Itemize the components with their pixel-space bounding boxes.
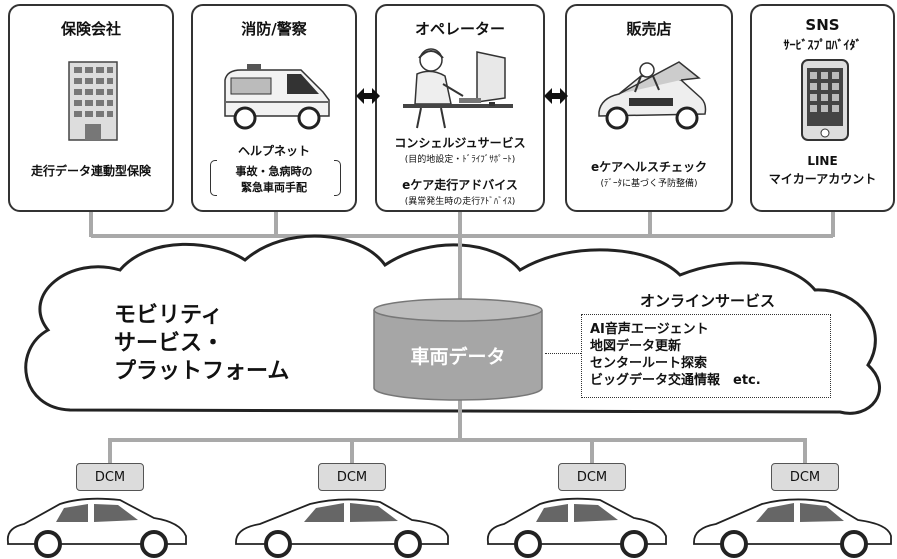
car-sedan-icon [235, 498, 449, 558]
list-item: ビッグデータ交通情報 etc. [590, 373, 761, 388]
partner-operator: オペレーター コンシェルジュサービス (目的地設定・ﾄﾞﾗｲﾌﾞｻﾎﾟｰﾄ) e… [375, 4, 545, 212]
partner-detail: 事故・急病時の [235, 165, 313, 178]
list-item: センタールート探索 [590, 356, 708, 371]
bracket-right-icon [334, 160, 341, 196]
drop-dealer [648, 210, 652, 237]
car-maintenance-icon [598, 61, 707, 130]
database-connector [545, 353, 581, 354]
partner-insurance: 保険会社 走行データ連動型保険 [8, 4, 174, 212]
operator-service-1-note: (目的地設定・ﾄﾞﾗｲﾌﾞｻﾎﾟｰﾄ) [404, 155, 516, 165]
partner-dealer: 販売店 eケアヘルスチェック (ﾃﾞｰﾀに基づく予防整備) [565, 4, 733, 212]
car-hatchback-icon [6, 497, 187, 558]
car-hatchback-icon [486, 497, 667, 558]
partner-police-fire: 消防/警察 ヘルプネット 事故・急病時の 緊急車両手配 [191, 4, 357, 212]
drop-car-1 [108, 438, 112, 465]
platform-line: サービス・ [114, 331, 225, 356]
dcm-unit: DCM [771, 463, 839, 491]
ambulance-icon [224, 64, 330, 130]
platform-title: モビリティ サービス・ プラットフォーム [114, 302, 289, 386]
partner-service: 走行データ連動型保険 [30, 164, 151, 178]
partner-detail: 緊急車両手配 [241, 181, 307, 194]
drop-sns [831, 210, 835, 237]
online-services-list: AI音声エージェント 地図データ更新 センタールート探索 ビッグデータ交通情報 … [581, 314, 831, 398]
partner-title: 消防/警察 [241, 20, 307, 38]
partner-title: SNS [805, 16, 840, 34]
top-bus-line [91, 234, 833, 238]
partner-title: 販売店 [626, 20, 672, 38]
bidirectional-arrow-icon [544, 88, 568, 104]
car-sedan-icon [693, 498, 892, 558]
partner-title: オペレーター [414, 20, 505, 38]
operator-service-2: eケア走行アドバイス [402, 178, 518, 192]
list-item: 地図データ更新 [590, 339, 682, 354]
partner-service: ヘルプネット [237, 144, 310, 158]
partner-service: eケアヘルスチェック [591, 160, 707, 174]
drop-car-4 [803, 438, 807, 465]
dcm-unit: DCM [318, 463, 386, 491]
dcm-unit: DCM [76, 463, 144, 491]
bottom-bus-line [110, 438, 805, 442]
partner-service: マイカーアカウント [768, 172, 877, 186]
operator-service-1: コンシェルジュサービス [394, 136, 526, 150]
platform-line: モビリティ [114, 303, 223, 328]
online-services-title: オンラインサービス [640, 292, 776, 310]
bracket-left-icon [210, 160, 217, 196]
platform-line: プラットフォーム [114, 359, 290, 384]
partner-title: 保険会社 [60, 20, 121, 38]
database-label: 車両データ [410, 346, 506, 368]
list-item: AI音声エージェント [590, 322, 709, 337]
partner-sns: SNS ｻｰﾋﾞｽﾌﾟﾛﾊﾞｲﾀﾞ LINE マイカーアカウント [750, 4, 895, 212]
partner-subtitle: ｻｰﾋﾞｽﾌﾟﾛﾊﾞｲﾀﾞ [783, 38, 862, 52]
vehicle-data-database-icon [373, 298, 543, 401]
dcm-unit: DCM [558, 463, 626, 491]
drop-insurance [89, 210, 93, 237]
drop-police [274, 210, 278, 237]
operator-icon [403, 48, 513, 129]
partner-service: LINE [807, 154, 838, 168]
drop-car-3 [590, 438, 594, 465]
building-icon [68, 61, 118, 141]
bidirectional-arrow-icon [356, 88, 380, 104]
partner-service-note: (ﾃﾞｰﾀに基づく予防整備) [600, 179, 698, 189]
operator-service-2-note: (異常発生時の走行ｱﾄﾞﾊﾞｲｽ) [404, 197, 516, 207]
drop-car-2 [350, 438, 354, 465]
smartphone-icon [801, 59, 849, 141]
